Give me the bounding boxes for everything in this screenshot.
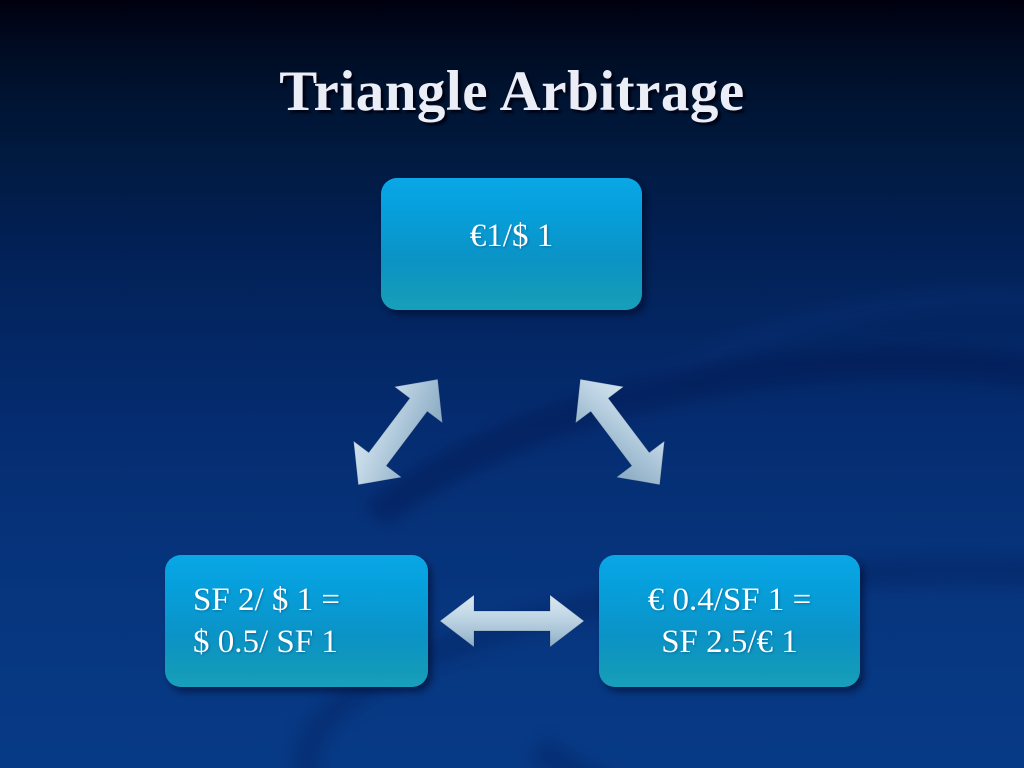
slide-title: Triangle Arbitrage	[279, 60, 745, 123]
background-swirl-decoration	[249, 289, 1024, 768]
double-headed-arrow-diagonal-up-right-icon	[338, 362, 458, 502]
euro-franc-rate-box: € 0.4/SF 1 = SF 2.5/€ 1	[599, 555, 860, 687]
euro-dollar-rate-box: €1/$ 1	[381, 178, 642, 310]
franc-dollar-rate-box: SF 2/ $ 1 = $ 0.5/ SF 1	[165, 555, 428, 687]
euro-dollar-rate-text: €1/$ 1	[469, 217, 554, 254]
double-headed-arrow-diagonal-up-left-icon	[560, 362, 680, 502]
double-headed-arrow-horizontal-icon	[436, 585, 588, 657]
euro-franc-rate-text: € 0.4/SF 1 = SF 2.5/€ 1	[647, 581, 812, 660]
franc-dollar-rate-text: SF 2/ $ 1 = $ 0.5/ SF 1	[193, 581, 340, 660]
